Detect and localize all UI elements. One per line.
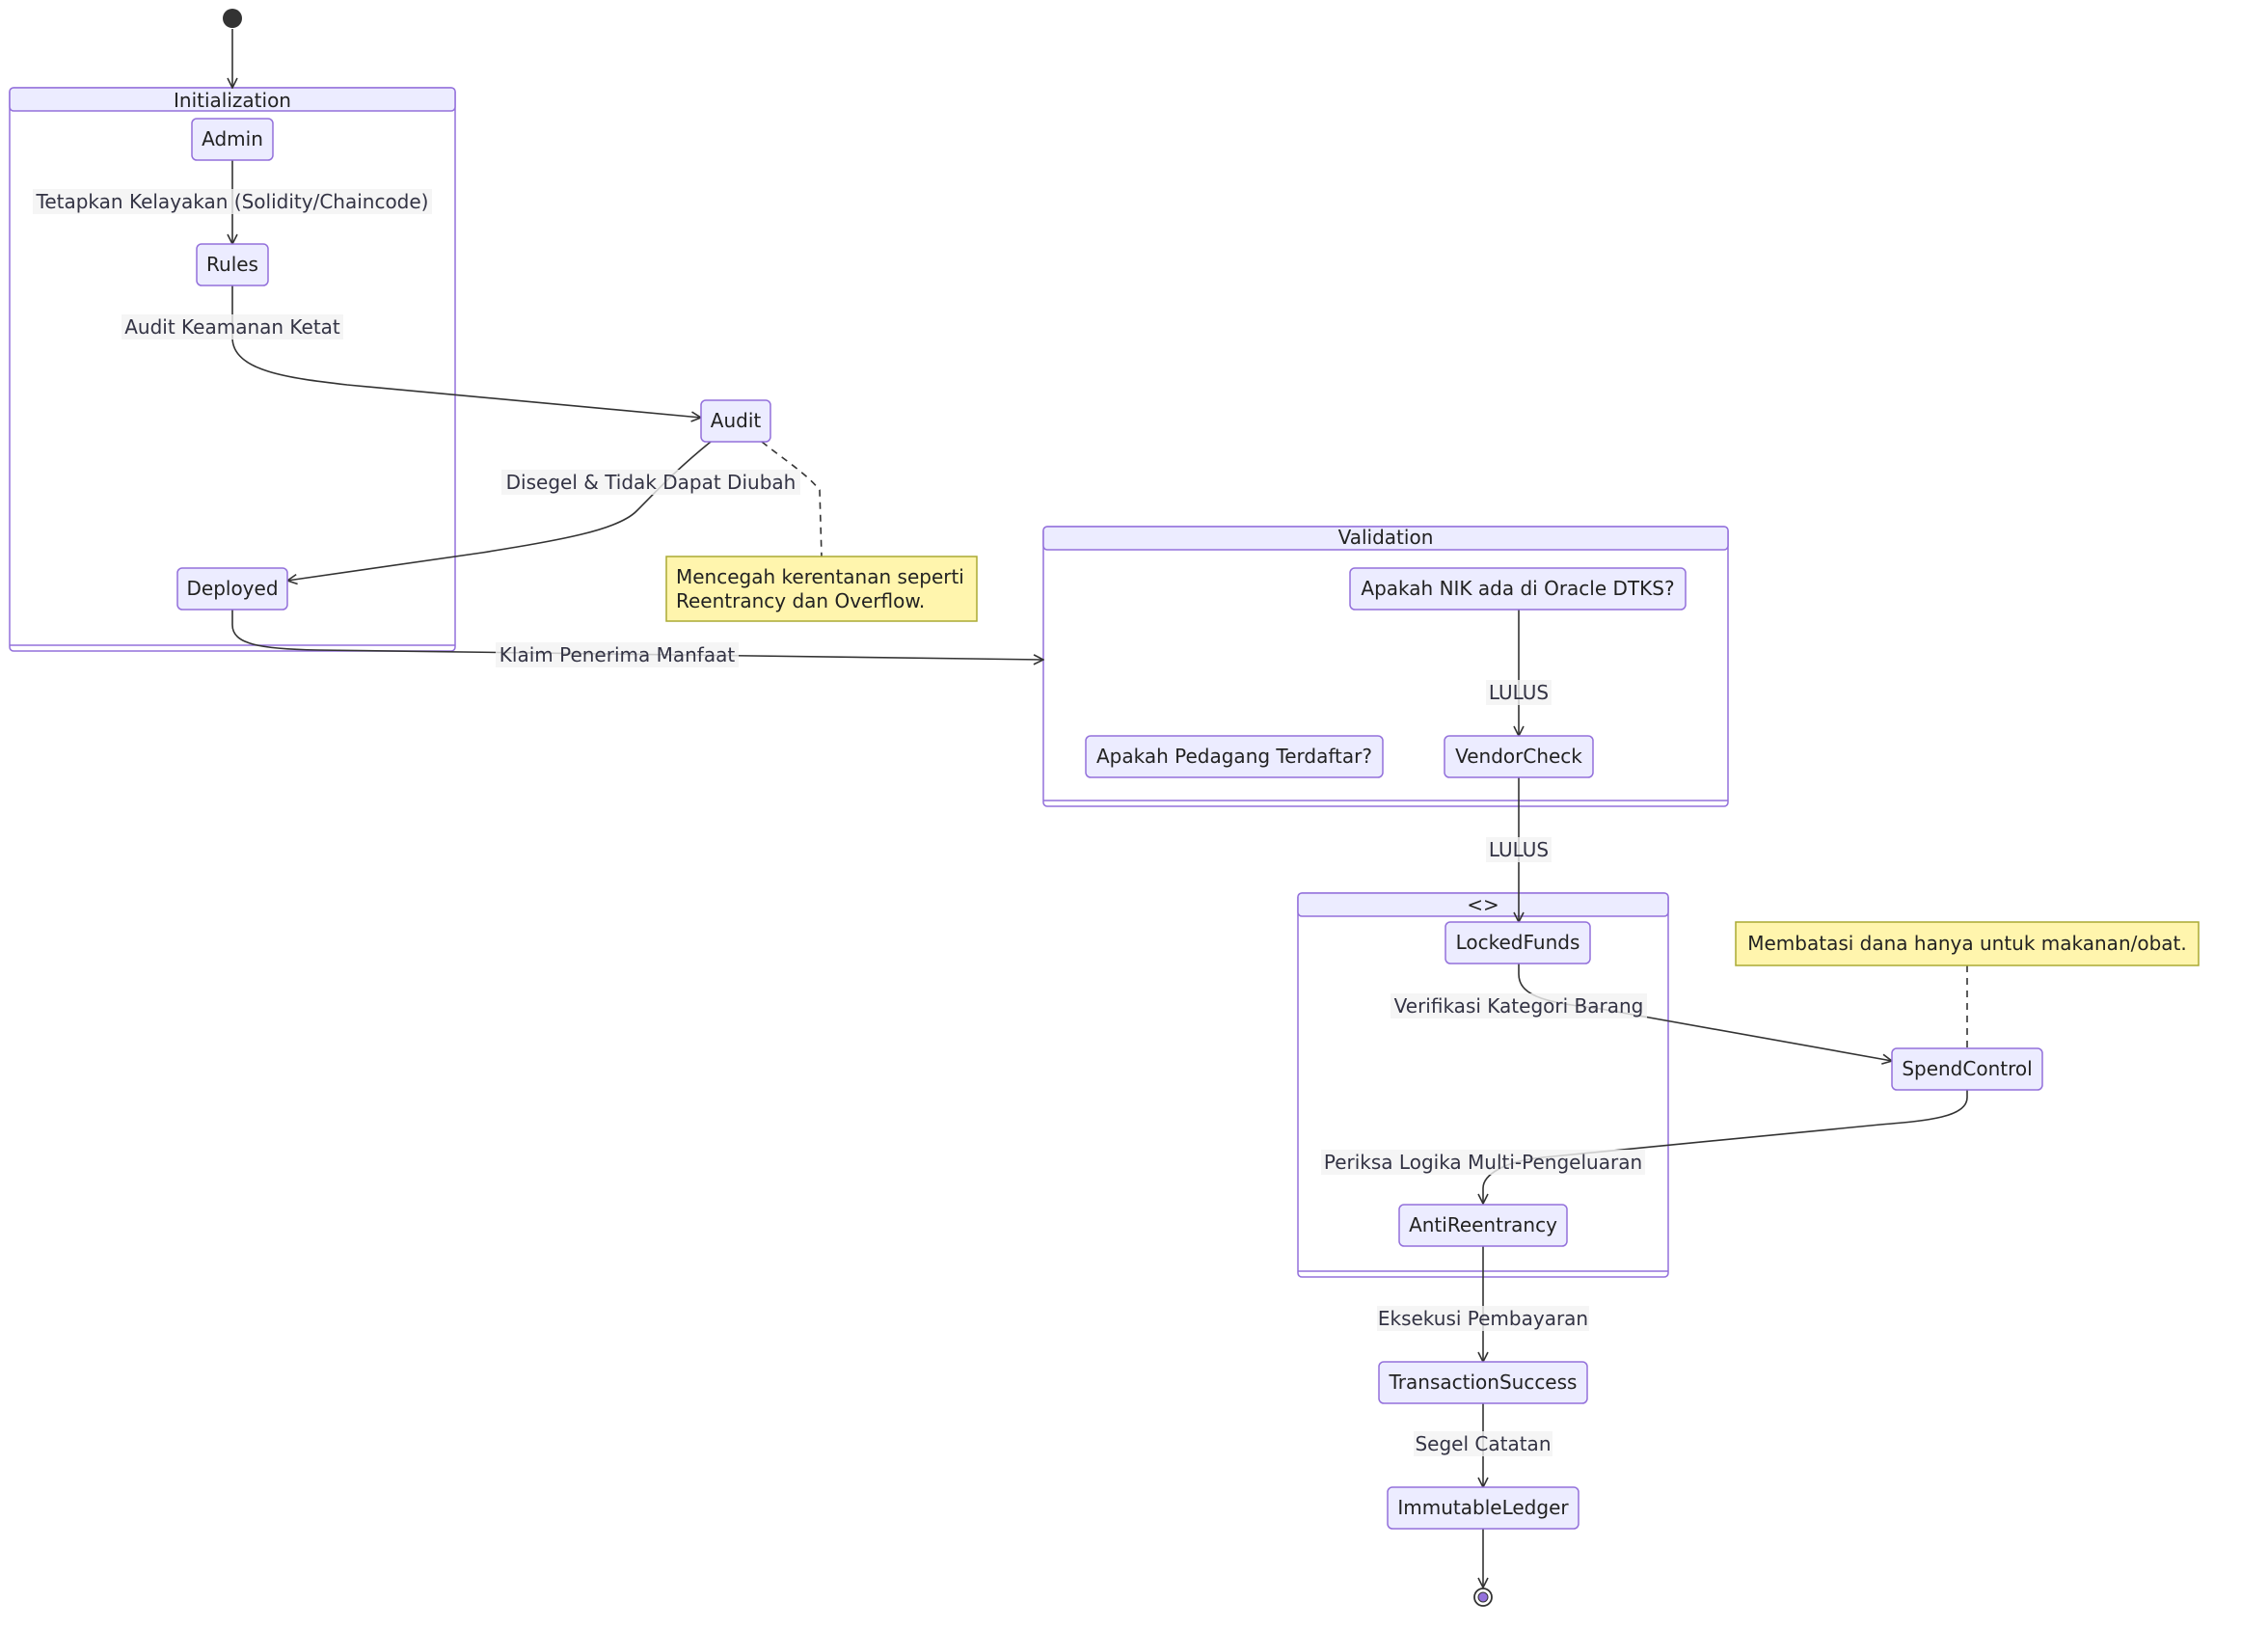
state-locked-funds[interactable]: LockedFunds — [1444, 921, 1591, 964]
state-admin-label: Admin — [202, 127, 263, 150]
state-anti-reentrancy[interactable]: AntiReentrancy — [1398, 1204, 1568, 1247]
edge-label-success-ledger: Segel Catatan — [1414, 1431, 1552, 1456]
cluster-choice-title: <> — [1467, 893, 1499, 916]
cluster-initialization: Initialization — [9, 87, 456, 652]
state-anti-reentrancy-label: AntiReentrancy — [1409, 1213, 1557, 1236]
edge-label-audit-deployed: Disegel & Tidak Dapat Diubah — [501, 470, 800, 495]
edge-label-spend-anti: Periksa Logika Multi-Pengeluaran — [1321, 1150, 1645, 1175]
cluster-validation-title: Validation — [1338, 526, 1434, 549]
start-state — [223, 9, 242, 28]
svg-text:Eksekusi Pembayaran: Eksekusi Pembayaran — [1378, 1307, 1588, 1330]
state-transaction-success[interactable]: TransactionSuccess — [1378, 1361, 1588, 1404]
cluster-initialization-title: Initialization — [174, 89, 291, 112]
note-link-audit — [761, 441, 823, 557]
state-nik-check[interactable]: Apakah NIK ada di Oracle DTKS? — [1349, 567, 1687, 611]
edge-label-vendor-locked: LULUS — [1486, 837, 1552, 862]
svg-text:Segel Catatan: Segel Catatan — [1415, 1432, 1551, 1455]
edge-label-locked-spend: Verifikasi Kategori Barang — [1390, 993, 1647, 1018]
edge-label-admin-rules: Tetapkan Kelayakan (Solidity/Chaincode) — [33, 189, 432, 214]
note-audit: Mencegah kerentanan seperti Reentrancy d… — [665, 556, 978, 622]
note-audit-line2: Reentrancy dan Overflow. — [676, 589, 925, 612]
state-nik-check-label: Apakah NIK ada di Oracle DTKS? — [1361, 577, 1674, 600]
svg-text:LULUS: LULUS — [1489, 681, 1549, 704]
svg-text:LULUS: LULUS — [1489, 838, 1549, 861]
state-spend-control[interactable]: SpendControl — [1891, 1047, 2043, 1091]
state-rules[interactable]: Rules — [196, 243, 269, 286]
svg-text:Periksa Logika Multi-Pengeluar: Periksa Logika Multi-Pengeluaran — [1324, 1151, 1642, 1174]
note-spend-text: Membatasi dana hanya untuk makanan/obat. — [1747, 932, 2187, 955]
edge-label-nik-vendor: LULUS — [1486, 680, 1552, 705]
svg-text:Disegel & Tidak Dapat Diubah: Disegel & Tidak Dapat Diubah — [506, 471, 796, 494]
state-audit-label: Audit — [711, 409, 762, 432]
state-audit[interactable]: Audit — [700, 399, 771, 443]
state-admin[interactable]: Admin — [191, 118, 274, 161]
svg-text:Audit Keamanan Ketat: Audit Keamanan Ketat — [124, 315, 340, 339]
svg-text:Tetapkan Kelayakan (Solidity/C: Tetapkan Kelayakan (Solidity/Chaincode) — [36, 190, 429, 213]
note-audit-line1: Mencegah kerentanan seperti — [676, 565, 964, 588]
state-immutable-ledger-label: ImmutableLedger — [1397, 1496, 1569, 1519]
svg-text:Verifikasi Kategori Barang: Verifikasi Kategori Barang — [1394, 994, 1644, 1018]
state-deployed-label: Deployed — [186, 577, 278, 600]
state-immutable-ledger[interactable]: ImmutableLedger — [1387, 1486, 1580, 1530]
edge-label-anti-success: Eksekusi Pembayaran — [1377, 1306, 1589, 1331]
state-vendor-check-label: VendorCheck — [1455, 745, 1582, 768]
state-vendor-question[interactable]: Apakah Pedagang Terdaftar? — [1085, 735, 1384, 778]
state-deployed[interactable]: Deployed — [176, 567, 288, 611]
state-rules-label: Rules — [206, 253, 258, 276]
end-state — [1473, 1588, 1493, 1607]
edge-label-deployed-validation: Klaim Penerima Manfaat — [496, 642, 739, 667]
svg-text:Klaim Penerima Manfaat: Klaim Penerima Manfaat — [500, 643, 736, 666]
edge-spend-anti — [1483, 1090, 1968, 1204]
state-spend-control-label: SpendControl — [1902, 1057, 2032, 1080]
edge-rules-audit — [231, 285, 701, 418]
edge-deployed-validation — [231, 610, 1043, 660]
state-vendor-question-label: Apakah Pedagang Terdaftar? — [1096, 745, 1372, 768]
edge-label-rules-audit: Audit Keamanan Ketat — [122, 314, 343, 339]
note-spend: Membatasi dana hanya untuk makanan/obat. — [1735, 921, 2200, 966]
state-transaction-success-label: TransactionSuccess — [1389, 1371, 1578, 1394]
state-vendor-check[interactable]: VendorCheck — [1444, 735, 1594, 778]
state-locked-funds-label: LockedFunds — [1456, 931, 1580, 954]
